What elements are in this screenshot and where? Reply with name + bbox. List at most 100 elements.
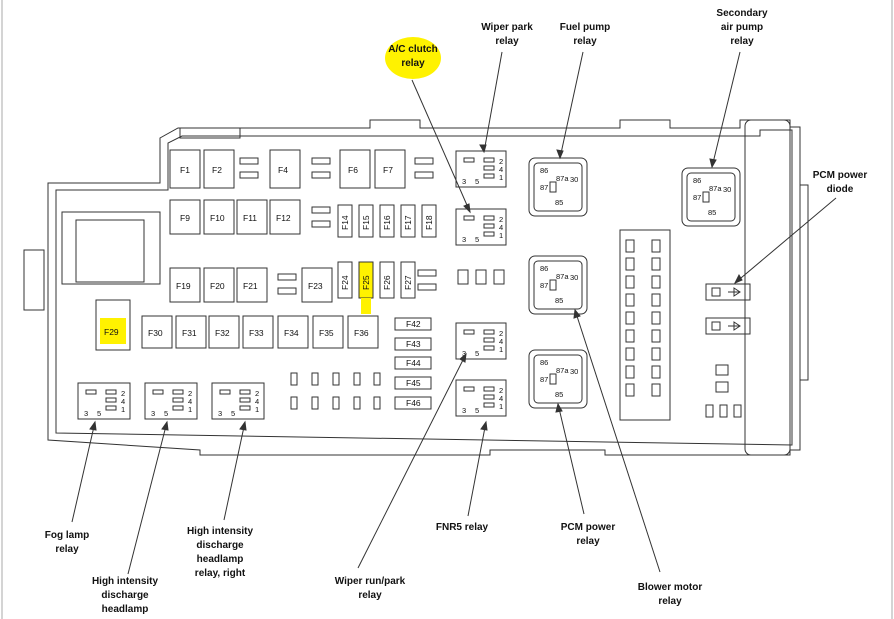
svg-text:3: 3 [462,349,466,358]
svg-text:85: 85 [555,198,563,207]
svg-text:86: 86 [540,166,548,175]
svg-text:F42: F42 [406,319,421,329]
fuse-F32: F32 [208,315,240,349]
svg-text:F17: F17 [403,215,413,230]
fuse-F20: F20 [203,267,235,303]
callout-pcm-power-relay: PCM power relay [561,522,616,547]
svg-text:F6: F6 [348,165,358,175]
svg-text:relay: relay [576,536,600,547]
svg-text:Blower motor: Blower motor [638,582,703,593]
svg-text:F34: F34 [284,328,299,338]
svg-text:A/C clutch: A/C clutch [388,44,437,55]
housing [23,119,809,456]
svg-text:1: 1 [499,402,503,411]
svg-text:F2: F2 [212,165,222,175]
svg-text:3: 3 [84,409,88,418]
fuse-F19: F19 [169,267,201,303]
fuse-F30: F30 [141,315,173,349]
svg-text:relay: relay [55,544,79,555]
svg-text:2: 2 [255,389,259,398]
fuse-F29: F29 [95,299,131,351]
svg-text:F44: F44 [406,358,421,368]
svg-text:F26: F26 [382,275,392,290]
svg-text:1: 1 [499,173,503,182]
svg-text:2: 2 [188,389,192,398]
svg-text:30: 30 [570,175,578,184]
fuse-F43: F43 [394,337,432,351]
fuse-F17: F17 [400,204,416,238]
svg-text:Wiper run/park: Wiper run/park [335,576,406,587]
svg-text:discharge: discharge [101,590,149,601]
svg-text:30: 30 [723,185,731,194]
svg-text:F36: F36 [354,328,369,338]
callout-wiper-park-relay: Wiper park relay [481,22,533,47]
fuse-F18: F18 [421,204,437,238]
svg-text:Fuel pump: Fuel pump [560,22,611,33]
callout-pcm-power-diode: PCM power diode [813,170,868,195]
fuse-F15: F15 [358,204,374,238]
svg-text:High intensity: High intensity [92,576,159,587]
svg-text:2: 2 [499,157,503,166]
svg-text:PCM power: PCM power [561,522,616,533]
callout-hid-headlamp-relay-right: High intensity discharge headlamp relay,… [187,526,254,579]
svg-text:headlamp: headlamp [197,554,244,565]
svg-text:F35: F35 [319,328,334,338]
svg-text:5: 5 [475,177,479,186]
fuse-F42: F42 [394,317,432,331]
callout-fuel-pump-relay: Fuel pump relay [560,22,611,47]
svg-text:30: 30 [570,273,578,282]
svg-text:relay: relay [573,36,597,47]
svg-text:87: 87 [693,193,701,202]
fuse-F1: F1 [169,149,201,189]
fuse-F11: F11 [236,199,268,235]
svg-text:2: 2 [499,329,503,338]
svg-text:3: 3 [218,409,222,418]
svg-text:F11: F11 [243,213,257,223]
svg-text:5: 5 [231,409,235,418]
svg-text:5: 5 [164,409,168,418]
svg-text:relay: relay [658,596,682,607]
svg-text:2: 2 [499,215,503,224]
svg-text:Secondary: Secondary [716,8,768,19]
svg-text:F20: F20 [210,281,225,291]
svg-text:relay, right: relay, right [195,568,246,579]
svg-text:F10: F10 [210,213,225,223]
svg-text:F32: F32 [215,328,230,338]
svg-text:1: 1 [255,405,259,414]
svg-text:Wiper park: Wiper park [481,22,533,33]
svg-text:4: 4 [499,223,503,232]
fuse-F9: F9 [169,199,201,235]
svg-text:F9: F9 [180,213,190,223]
fuse-F16: F16 [379,204,395,238]
fuse-F46: F46 [394,396,432,410]
callout-hid-headlamp: High intensity discharge headlamp [92,576,159,615]
svg-text:4: 4 [499,165,503,174]
svg-text:Fog lamp: Fog lamp [45,530,89,541]
svg-text:87: 87 [540,375,548,384]
callout-blower-motor-relay: Blower motor relay [638,582,703,607]
svg-text:1: 1 [121,405,125,414]
svg-text:F14: F14 [340,215,350,230]
svg-text:F1: F1 [180,165,190,175]
fuse-F25: F25 [358,261,374,314]
svg-text:relay: relay [401,58,425,69]
svg-text:F4: F4 [278,165,288,175]
fuse-F35: F35 [312,315,344,349]
fuse-F14: F14 [337,204,353,238]
fuse-F24: F24 [337,261,353,299]
svg-text:F31: F31 [182,328,197,338]
svg-text:F23: F23 [308,281,323,291]
fuse-F7: F7 [374,149,406,189]
svg-text:4: 4 [255,397,259,406]
svg-text:F30: F30 [148,328,163,338]
pcm-power-diode [705,283,751,301]
